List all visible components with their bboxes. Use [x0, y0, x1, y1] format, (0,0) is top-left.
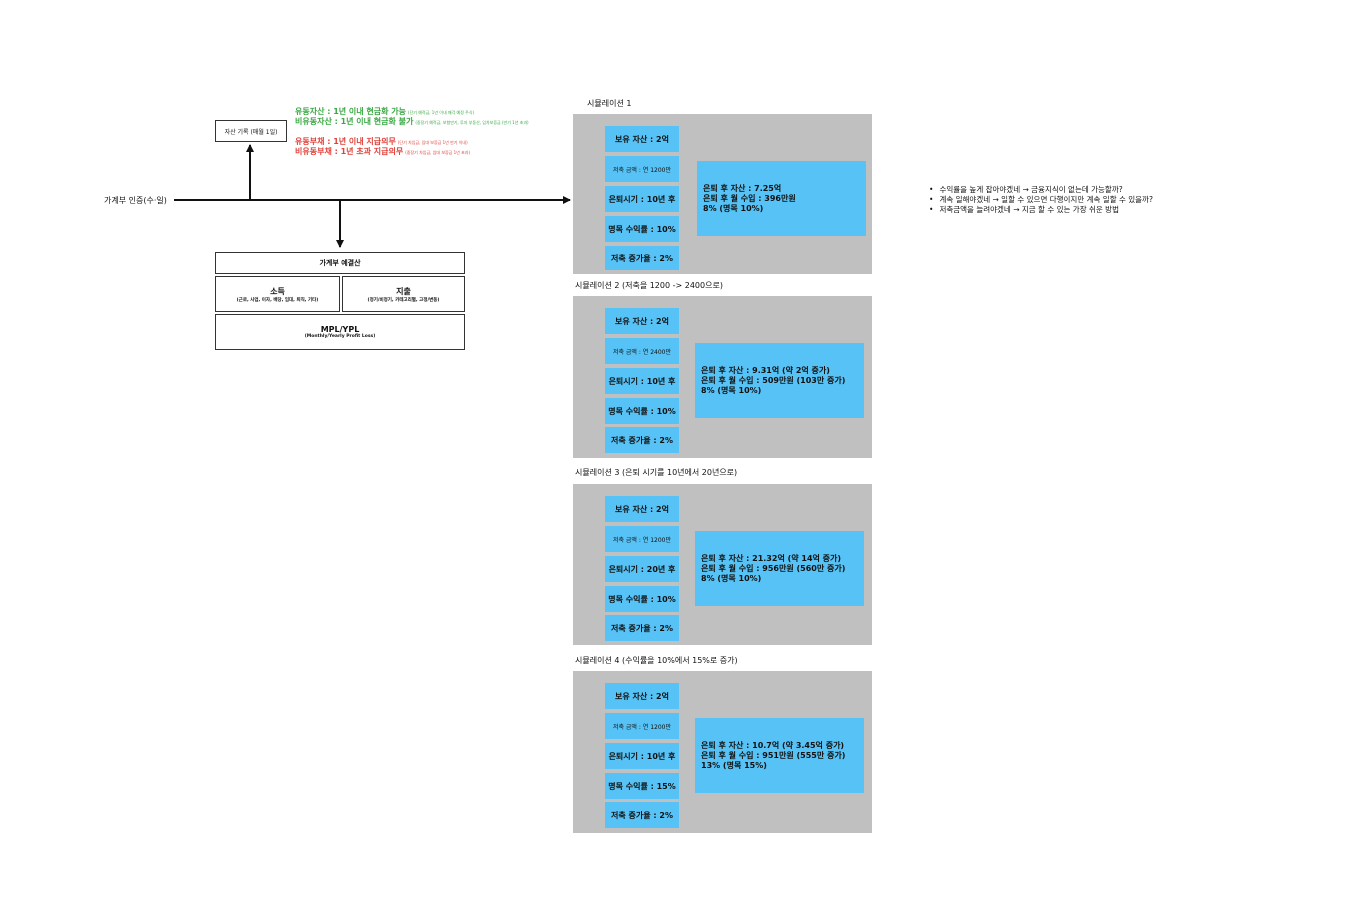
sim-param-growth: 저축 증가율 : 2%	[605, 246, 679, 270]
note-item: 계속 일해야겠네 → 일할 수 있으면 다행이지만 계속 일할 수 있을까?	[929, 195, 1153, 205]
noncurrent-asset: 비유동자산 : 1년 이내 현금화 불가(중장기 예적금, 보험만기, 투자 부…	[295, 117, 529, 127]
sim-1-title: 시뮬레이션 1	[587, 99, 632, 108]
sim-param-retire: 은퇴시기 : 10년 후	[605, 743, 679, 769]
income-title: 소득	[270, 286, 285, 296]
sim-param-saving: 저축 금액 : 연 2400만	[605, 338, 679, 364]
sim-param-saving: 저축 금액 : 연 1200만	[605, 526, 679, 552]
note-item: 저축금액을 늘려야겠네 → 지금 할 수 있는 가장 쉬운 방법	[929, 205, 1153, 215]
budget-title: 가계부 예결산	[319, 259, 361, 267]
sim-result-income: 은퇴 후 월 수입 : 396만원	[703, 193, 796, 203]
current-asset-note: (단기 예적금, 1년 이내 매각 예정 주식)	[408, 110, 475, 115]
current-asset-label: 유동자산 : 1년 이내 현금화 가능	[295, 107, 407, 116]
noncurrent-liability-label: 비유동부채 : 1년 초과 지급의무	[295, 147, 404, 156]
sim-param-growth: 저축 증가율 : 2%	[605, 427, 679, 453]
sim-result-income: 은퇴 후 월 수입 : 509만원 (103만 증가)	[701, 375, 846, 385]
sim-result-rate: 8% (명목 10%)	[701, 573, 762, 583]
sim-4-title: 시뮬레이션 4 (수익률을 10%에서 15%로 증가)	[575, 656, 738, 665]
sim-result-asset: 은퇴 후 자산 : 7.25억	[703, 183, 782, 193]
sim-param-retire: 은퇴시기 : 10년 후	[605, 368, 679, 394]
asset-record-box: 자산 기록 (매월 1일)	[215, 120, 287, 142]
sim-result-asset: 은퇴 후 자산 : 10.7억 (약 3.45억 증가)	[701, 740, 845, 750]
entry-label: 가계부 인증(수·일)	[104, 196, 167, 205]
sim-2-title: 시뮬레이션 2 (저축을 1200 -> 2400으로)	[575, 281, 723, 290]
current-liability: 유동부채 : 1년 이내 지급의무(단기 차입금, 임대 보증금 1년 만기 이…	[295, 137, 529, 147]
sim-param-return: 명목 수익률 : 10%	[605, 398, 679, 424]
noncurrent-liability-note: (중장기 차입금, 임대 보증금 1년 초과)	[405, 150, 471, 155]
sim-param-retire: 은퇴시기 : 20년 후	[605, 556, 679, 582]
sim-param-holding: 보유 자산 : 2억	[605, 683, 679, 709]
sim-param-holding: 보유 자산 : 2억	[605, 496, 679, 522]
sim-1-result: 은퇴 후 자산 : 7.25억 은퇴 후 월 수입 : 396만원 8% (명목…	[697, 161, 866, 236]
mpl-detail: (Monthly/Yearly Profit Loss)	[304, 334, 376, 339]
income-detail: (근로, 사업, 이자, 배당, 임대, 퇴직, 기타)	[236, 297, 319, 303]
sim-4-panel: 보유 자산 : 2억 저축 금액 : 연 1200만 은퇴시기 : 10년 후 …	[573, 671, 872, 833]
sim-param-return: 명목 수익률 : 10%	[605, 586, 679, 612]
sim-result-income: 은퇴 후 월 수입 : 951만원 (555만 증가)	[701, 750, 846, 760]
sim-1-panel: 보유 자산 : 2억 저축 금액 : 연 1200만 은퇴시기 : 10년 후 …	[573, 114, 872, 274]
sim-result-income: 은퇴 후 월 수입 : 956만원 (560만 증가)	[701, 563, 846, 573]
asset-record-label: 자산 기록 (매월 1일)	[224, 128, 278, 136]
sim-3-result: 은퇴 후 자산 : 21.32억 (약 14억 증가) 은퇴 후 월 수입 : …	[695, 531, 864, 606]
sim-param-holding: 보유 자산 : 2억	[605, 126, 679, 152]
current-liability-note: (단기 차입금, 임대 보증금 1년 만기 이내)	[397, 140, 468, 145]
sim-param-growth: 저축 증가율 : 2%	[605, 802, 679, 828]
sim-param-saving: 저축 금액 : 연 1200만	[605, 713, 679, 739]
sim-param-retire: 은퇴시기 : 10년 후	[605, 186, 679, 212]
sim-result-asset: 은퇴 후 자산 : 21.32억 (약 14억 증가)	[701, 553, 842, 563]
noncurrent-asset-note: (중장기 예적금, 보험만기, 투자 부동산, 임차보증금 (만기 1년 초과)	[415, 120, 529, 125]
noncurrent-liability: 비유동부채 : 1년 초과 지급의무(중장기 차입금, 임대 보증금 1년 초과…	[295, 147, 529, 157]
notes-list: 수익률을 높게 잡아야겠네 → 금융지식이 없는데 가능할까? 계속 일해야겠네…	[929, 185, 1153, 215]
sim-param-growth: 저축 증가율 : 2%	[605, 615, 679, 641]
note-item: 수익률을 높게 잡아야겠네 → 금융지식이 없는데 가능할까?	[929, 185, 1153, 195]
asset-types: 유동자산 : 1년 이내 현금화 가능(단기 예적금, 1년 이내 매각 예정 …	[295, 107, 529, 157]
mpl-box: MPL/YPL (Monthly/Yearly Profit Loss)	[215, 314, 465, 350]
sim-2-panel: 보유 자산 : 2억 저축 금액 : 연 2400만 은퇴시기 : 10년 후 …	[573, 296, 872, 458]
noncurrent-asset-label: 비유동자산 : 1년 이내 현금화 불가	[295, 117, 414, 126]
current-liability-label: 유동부채 : 1년 이내 지급의무	[295, 137, 396, 146]
sim-4-result: 은퇴 후 자산 : 10.7억 (약 3.45억 증가) 은퇴 후 월 수입 :…	[695, 718, 864, 793]
sim-result-asset: 은퇴 후 자산 : 9.31억 (약 2억 증가)	[701, 365, 830, 375]
sim-param-return: 명목 수익률 : 15%	[605, 773, 679, 799]
sim-2-result: 은퇴 후 자산 : 9.31억 (약 2억 증가) 은퇴 후 월 수입 : 50…	[695, 343, 864, 418]
sim-param-return: 명목 수익률 : 10%	[605, 216, 679, 242]
sim-result-rate: 8% (명목 10%)	[703, 203, 764, 213]
sim-3-panel: 보유 자산 : 2억 저축 금액 : 연 1200만 은퇴시기 : 20년 후 …	[573, 484, 872, 645]
expense-detail: (정기/비정기, 카테고리별, 고정/변동)	[367, 297, 440, 303]
budget-title-box: 가계부 예결산	[215, 252, 465, 274]
sim-param-holding: 보유 자산 : 2억	[605, 308, 679, 334]
sim-3-title: 시뮬레이션 3 (은퇴 시기를 10년에서 20년으로)	[575, 468, 738, 477]
sim-result-rate: 8% (명목 10%)	[701, 385, 762, 395]
expense-title: 지출	[396, 286, 411, 296]
expense-box: 지출 (정기/비정기, 카테고리별, 고정/변동)	[342, 276, 465, 312]
sim-param-saving: 저축 금액 : 연 1200만	[605, 156, 679, 182]
current-asset: 유동자산 : 1년 이내 현금화 가능(단기 예적금, 1년 이내 매각 예정 …	[295, 107, 529, 117]
income-box: 소득 (근로, 사업, 이자, 배당, 임대, 퇴직, 기타)	[215, 276, 340, 312]
mpl-title: MPL/YPL	[320, 325, 360, 334]
sim-result-rate: 13% (명목 15%)	[701, 760, 767, 770]
